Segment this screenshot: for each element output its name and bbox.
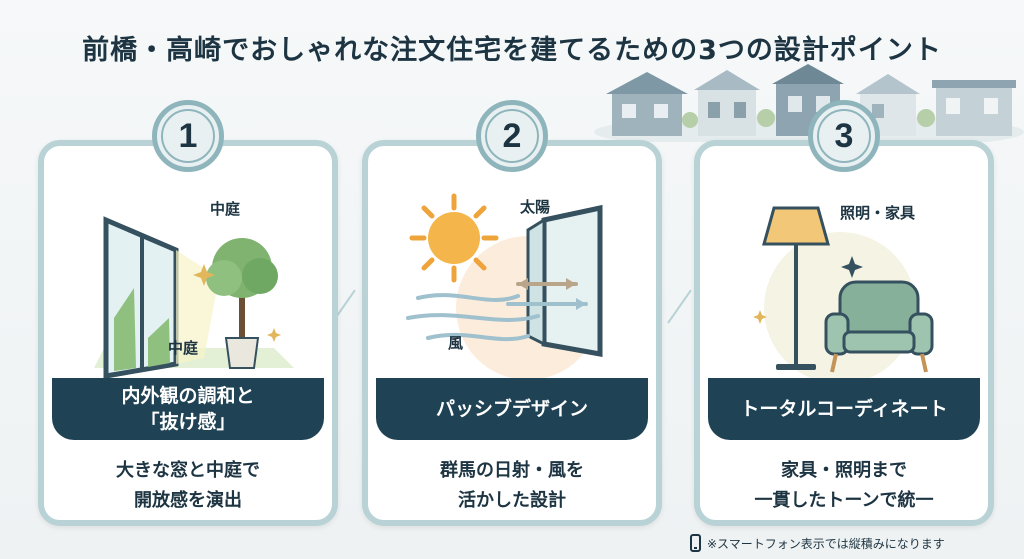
page-title: 前橋・高崎でおしゃれな注文住宅を建てるための3つの設計ポイント: [82, 35, 942, 66]
point-card-1: 中庭 中庭 内外観の調和と 「抜け感」 大きな窓と中庭で 開放感を演出: [38, 140, 338, 526]
label-wind: 風: [448, 334, 464, 352]
card-3-heading: トータルコーディネート: [708, 378, 980, 440]
courtyard-illustration: [94, 216, 294, 379]
passive-design-illustration: [406, 193, 603, 380]
open-window-icon: [526, 204, 603, 357]
label-lighting-furniture: 照明・家具: [840, 204, 916, 222]
tree-icon: [206, 238, 278, 369]
armchair-icon: [824, 280, 934, 373]
point-number-badge-3: 3: [808, 100, 880, 172]
point-number-badge-2: 2: [476, 100, 548, 172]
point-number-badge-1: 1: [152, 100, 224, 172]
card-2-description: 群馬の日射・風を 活かした設計: [440, 460, 584, 511]
mobile-note: ※スマートフォン表示では縦積みになります: [690, 534, 945, 552]
label-sun: 太陽: [520, 198, 551, 216]
point-card-2: 太陽 風 パッシブデザイン 群馬の日射・風を 活かした設計: [362, 140, 662, 526]
card-3-description: 家具・照明まで 一貫したトーンで統一: [754, 460, 934, 511]
mobile-note-text: ※スマートフォン表示では縦積みになります: [707, 536, 945, 551]
label-courtyard-bottom: 中庭: [168, 339, 199, 357]
window-icon: [103, 216, 219, 379]
sun-icon: [409, 193, 499, 283]
connector-line: [667, 289, 692, 324]
card-1-description: 大きな窓と中庭で 開放感を演出: [116, 460, 260, 511]
sparkle-icon: [841, 256, 863, 278]
card-2-heading: パッシブデザイン: [376, 378, 648, 440]
point-card-3: 照明・家具 トータルコーディネート 家具・照明まで 一貫したトーンで統一: [694, 140, 994, 526]
smartphone-icon: [690, 534, 701, 552]
floor-lamp-icon: [762, 206, 830, 370]
card-1-heading: 内外観の調和と 「抜け感」: [52, 378, 324, 440]
label-courtyard-top: 中庭: [210, 200, 241, 218]
sparkle-icon: [193, 264, 281, 342]
coordinate-illustration: [753, 206, 934, 384]
